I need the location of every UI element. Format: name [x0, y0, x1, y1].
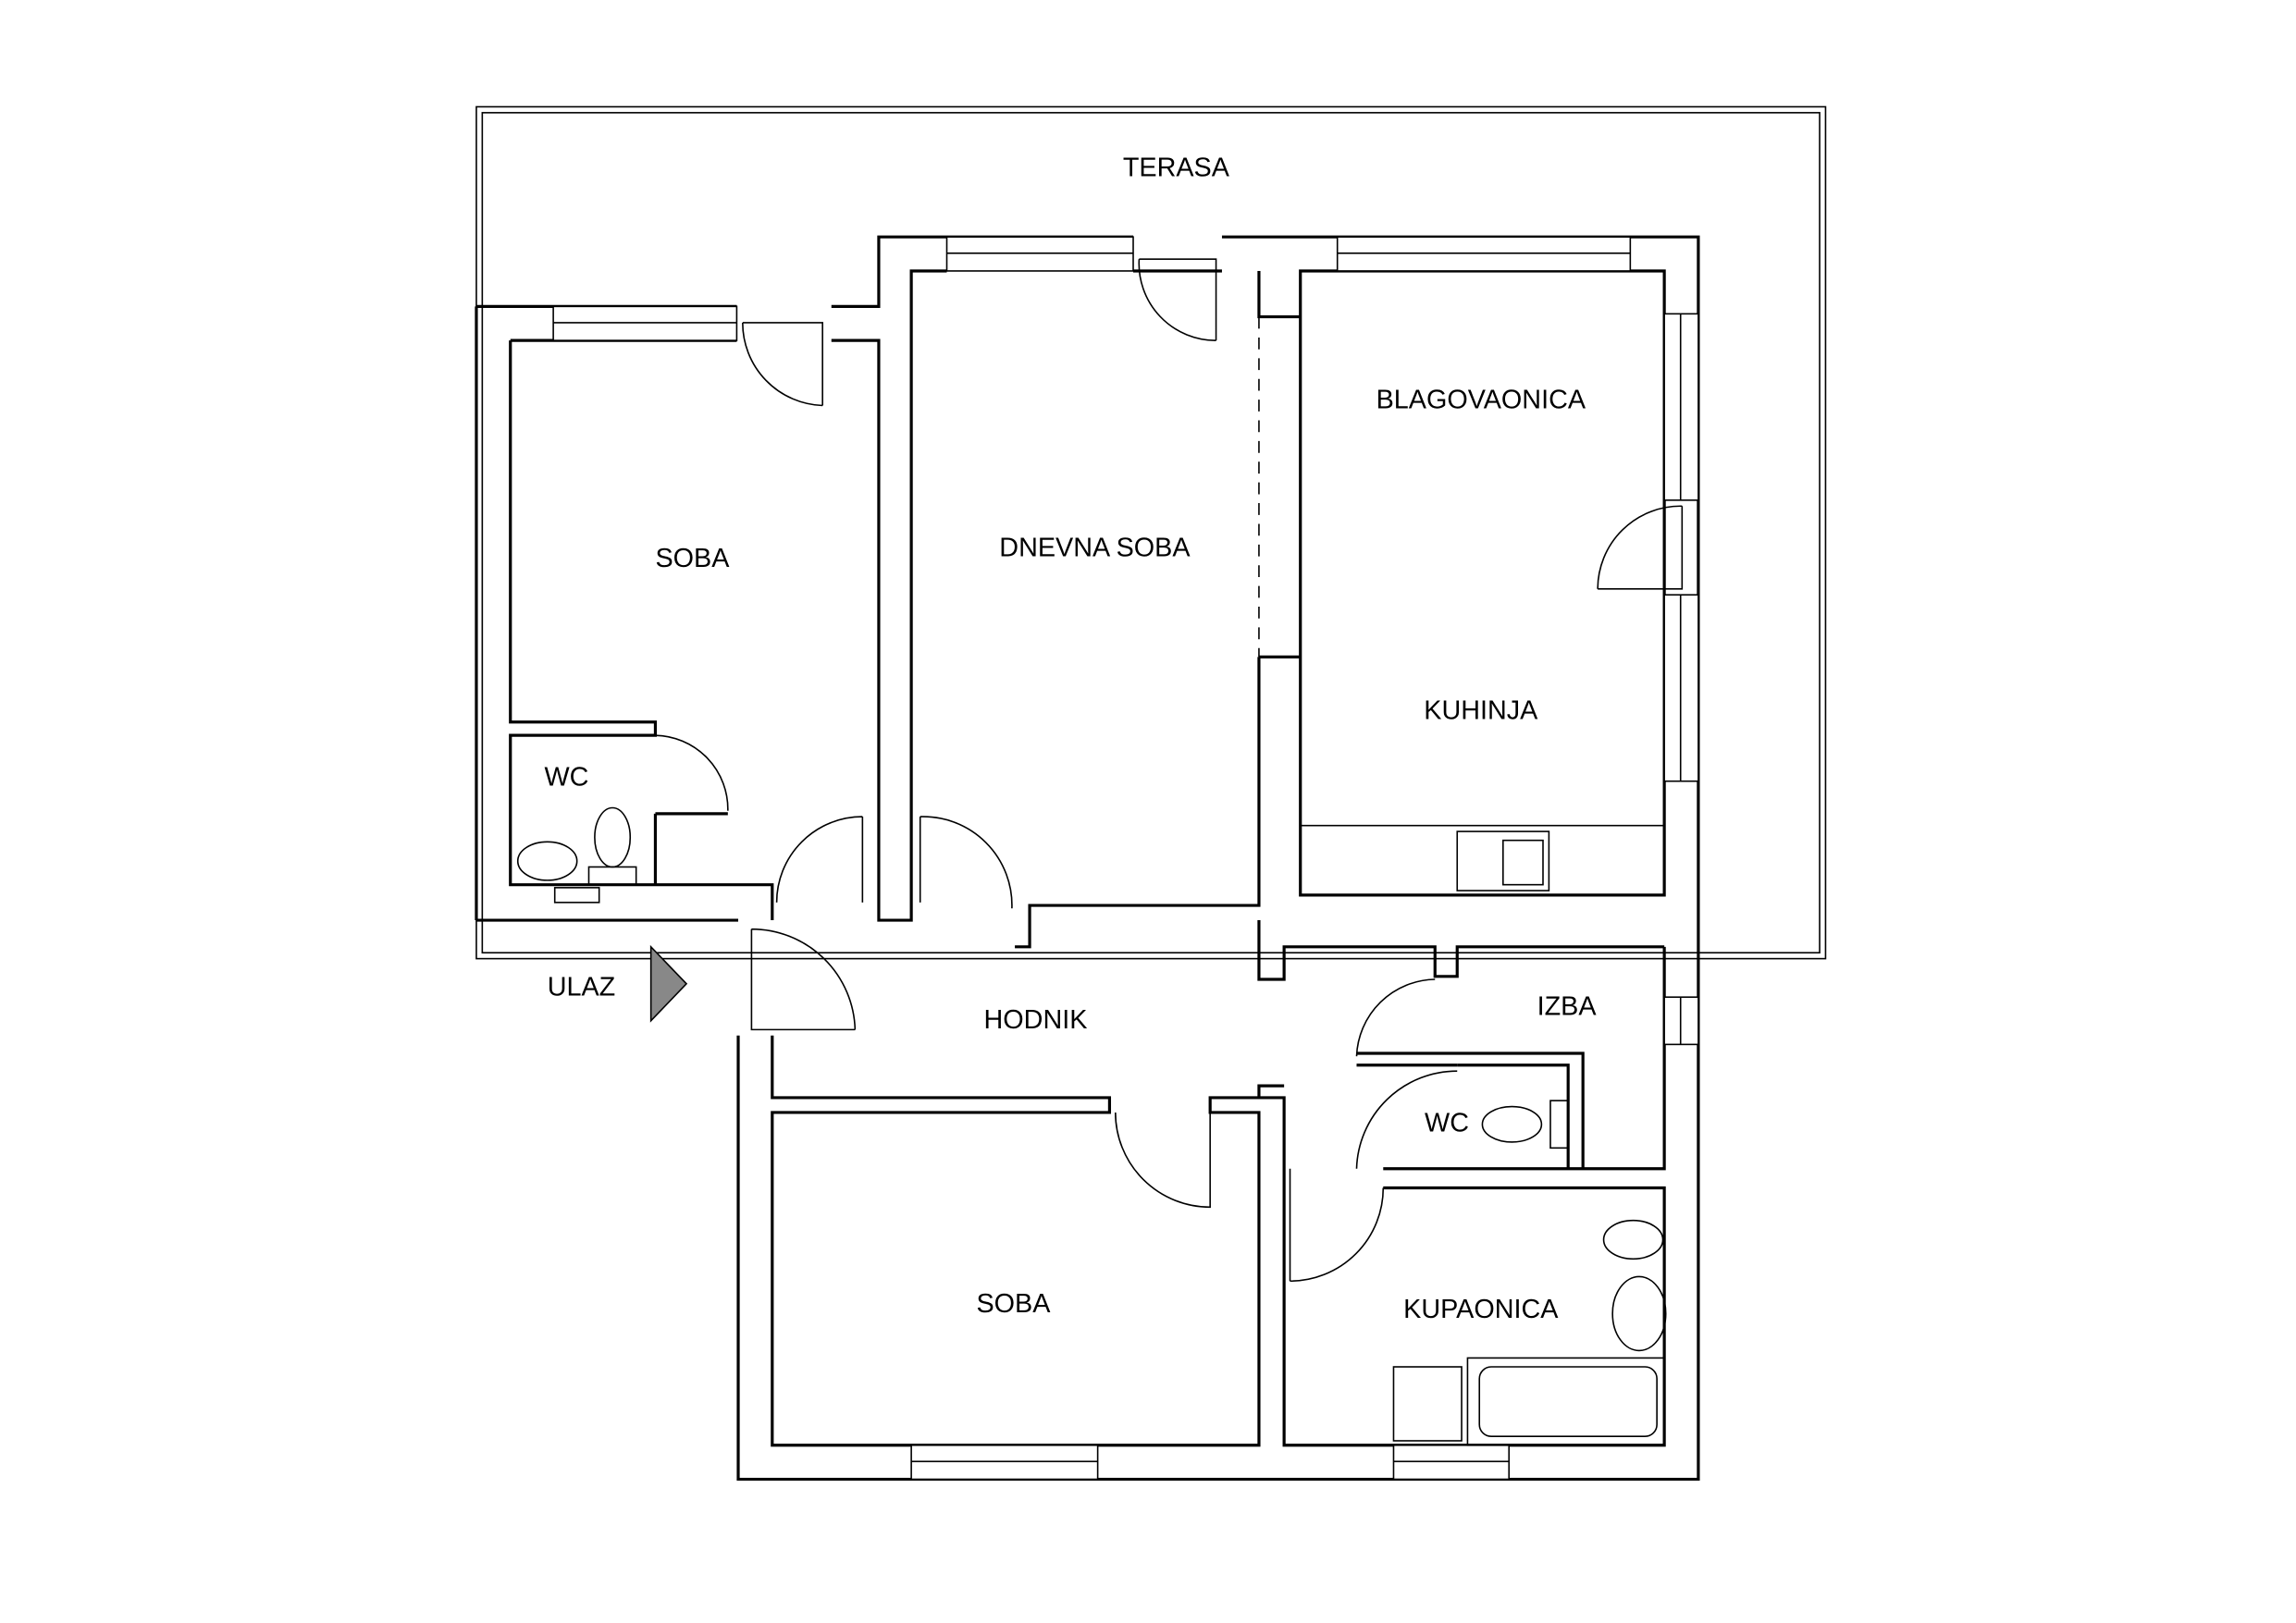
label-kupaonica: KUPAONICA: [1403, 1295, 1559, 1324]
toilet-icon: [1481, 1100, 1569, 1150]
walls: [475, 235, 1700, 1482]
entrance-arrow-icon: [649, 944, 688, 1023]
doors: [655, 258, 1684, 1283]
bathtub-icon: [1466, 1357, 1665, 1446]
bidet-icon: [1602, 1219, 1664, 1260]
label-soba-bottom: SOBA: [977, 1289, 1052, 1319]
washing-machine-icon: [1392, 1366, 1463, 1442]
washbasin-icon: [1611, 1275, 1667, 1352]
label-hodnik: HODNIK: [984, 1005, 1088, 1035]
kitchen-counter: [1299, 824, 1665, 896]
windows: [552, 236, 1699, 1481]
label-wc-right: WC: [1425, 1109, 1469, 1138]
label-soba-top: SOBA: [655, 544, 730, 573]
room-labels: TERASA SOBA DNEVNA SOBA BLAGOVAONICA KUH…: [545, 154, 1598, 1325]
label-kuhinja: KUHINJA: [1424, 696, 1538, 726]
toilet-icon: [587, 806, 637, 886]
sink-icon: [516, 841, 600, 904]
label-terasa: TERASA: [1123, 154, 1230, 183]
label-ulaz: ULAZ: [548, 973, 616, 1002]
label-blagovaonica: BLAGOVAONICA: [1376, 386, 1586, 415]
label-izba: IZBA: [1537, 991, 1598, 1021]
fixtures: [516, 806, 1667, 1446]
label-wc-left: WC: [545, 763, 589, 793]
label-dnevna-soba: DNEVNA SOBA: [999, 534, 1191, 563]
